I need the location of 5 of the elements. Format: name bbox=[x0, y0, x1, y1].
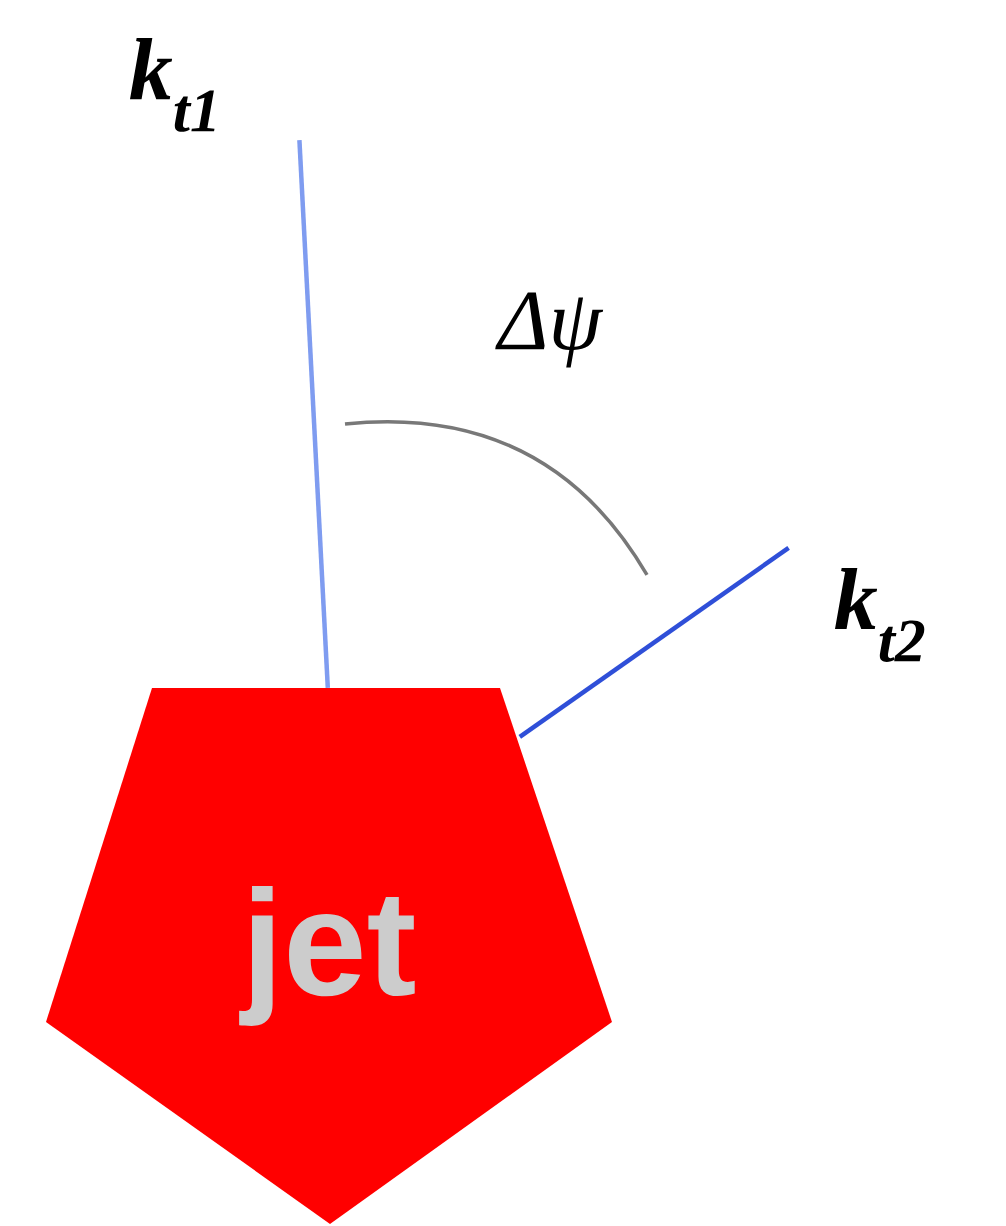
vector-label: k$_{t2}$ bbox=[835, 568, 925, 662]
angle-label: Δψ bbox=[495, 292, 604, 368]
line bbox=[518, 546, 790, 739]
vector-label: k$_{t1}$ bbox=[130, 38, 215, 132]
line bbox=[297, 139, 331, 688]
